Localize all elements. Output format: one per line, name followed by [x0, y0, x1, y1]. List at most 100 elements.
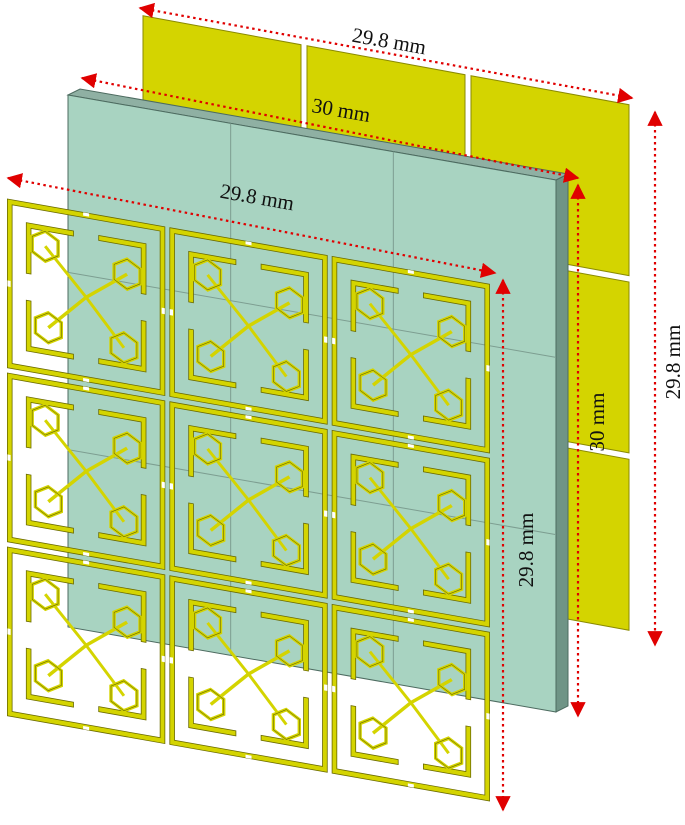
- cross-arm: [368, 650, 413, 704]
- hexagon-outline: [356, 288, 384, 319]
- cross-arm: [85, 620, 129, 647]
- unit-cell-frame: [169, 401, 328, 599]
- frame-gap: [486, 365, 490, 372]
- cross-arm: [84, 470, 126, 523]
- hexagon-outline: [35, 660, 62, 692]
- cross-arm: [206, 273, 250, 327]
- frame-gap: [83, 377, 90, 383]
- frame-gap: [83, 551, 90, 557]
- hexagon-outline: [435, 389, 462, 421]
- cross-arm: [206, 447, 250, 501]
- hexagon-outline: [194, 607, 221, 639]
- frame-gap: [324, 336, 328, 343]
- frame-gap: [407, 609, 414, 614]
- frame-gap: [245, 406, 252, 411]
- hexagon-outline: [435, 737, 462, 769]
- substrate-grid-line: [67, 449, 557, 536]
- frame-gap: [245, 589, 252, 594]
- cross-arm: [409, 527, 450, 581]
- frame-gap: [7, 628, 11, 635]
- hexagon-outline: [197, 689, 225, 720]
- ground-height-label: 29.8 mm: [661, 325, 685, 400]
- hexagon-outline: [273, 361, 300, 392]
- cross-arm: [44, 419, 88, 473]
- cross-arm: [409, 678, 453, 705]
- cross-arm: [84, 644, 126, 697]
- hexagon-outline: [359, 717, 387, 749]
- hexagon-outline: [110, 506, 138, 538]
- hexagon-outline: [438, 316, 466, 347]
- cross-arm: [209, 498, 250, 532]
- cross-arm: [85, 272, 129, 299]
- unit-cell: [331, 255, 490, 454]
- frame-gap: [407, 617, 414, 623]
- frame-gap: [7, 280, 11, 287]
- frame-gap: [407, 783, 414, 788]
- unit-cell: [331, 603, 490, 802]
- metasurface-pattern-layer: [7, 198, 490, 802]
- unit-cell-frame: [331, 603, 490, 802]
- hexagon-ring: [30, 229, 60, 264]
- cross-arm: [47, 295, 88, 330]
- unit-cell-frame: [331, 429, 490, 628]
- hexagon-ring: [271, 707, 302, 742]
- frame-gap: [245, 754, 252, 759]
- unit-cell: [331, 429, 490, 628]
- cross-arm: [84, 296, 126, 349]
- frame-gap: [324, 510, 328, 517]
- hexagon-ring: [196, 687, 226, 722]
- unit-cell: [169, 401, 328, 599]
- hexagon-ring: [109, 678, 139, 713]
- hexagon-ring: [30, 403, 60, 438]
- cross-arm: [85, 446, 129, 473]
- cross-arm: [409, 504, 453, 531]
- frame-gap: [407, 435, 414, 440]
- hexagon-outline: [273, 709, 300, 740]
- substrate-grid-line: [67, 271, 557, 358]
- hexagon-outline: [359, 369, 387, 401]
- unit-cell-frame: [7, 372, 166, 571]
- frame-gap: [332, 511, 336, 519]
- hexagon-outline: [276, 635, 303, 667]
- substrate-width-dimension-line: [80, 73, 580, 183]
- hexagon-outline: [273, 535, 300, 566]
- cross-arm: [247, 673, 288, 726]
- hexagon-outline: [438, 664, 466, 695]
- cross-arm: [371, 353, 412, 387]
- frame-gap: [83, 725, 90, 731]
- hexagon-outline: [197, 515, 225, 546]
- frame-gap: [407, 443, 414, 449]
- hexagon-outline: [356, 462, 384, 493]
- hexagon-outline: [438, 490, 466, 521]
- frame-gap: [169, 483, 174, 490]
- dimension-lines: [6, 2, 663, 812]
- pattern-width-dimension-line: [6, 173, 497, 278]
- frame-gap: [245, 415, 252, 420]
- cross-arm: [247, 325, 288, 378]
- cross-arm: [247, 499, 288, 552]
- cross-arm: [247, 301, 291, 328]
- hexagon-outline: [356, 636, 384, 667]
- frame-gap: [245, 580, 252, 585]
- hexagon-ring: [33, 658, 64, 693]
- hexagon-outline: [197, 341, 225, 372]
- substrate-height-label: 30 mm: [585, 393, 609, 452]
- cross-arm: [247, 649, 291, 676]
- frame-gap: [169, 309, 174, 316]
- frame-gap: [161, 481, 165, 489]
- hexagon-outline: [359, 543, 387, 575]
- frame-gap: [169, 657, 174, 664]
- hexagon-ring: [33, 310, 64, 345]
- unit-cell-frame: [7, 546, 166, 745]
- unit-cell-frame: [331, 255, 490, 454]
- hexagon-outline: [435, 563, 462, 595]
- cross-arm: [371, 701, 412, 735]
- cross-arm: [247, 475, 291, 502]
- hexagon-outline: [276, 287, 303, 319]
- frame-gap: [332, 685, 336, 693]
- hexagon-outline: [110, 332, 138, 364]
- frame-gap: [332, 337, 336, 345]
- unit-cell-frame: [169, 575, 328, 773]
